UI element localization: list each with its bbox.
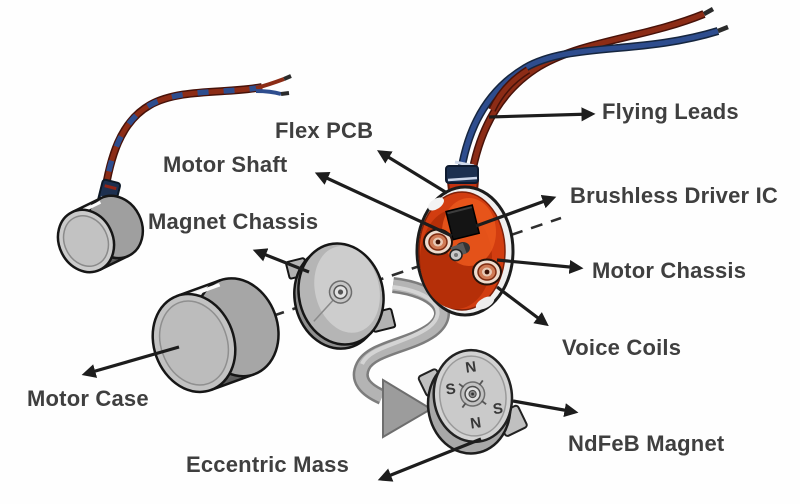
pole-label-top: N [464,358,477,376]
motor-chassis-assembly [415,7,729,317]
motor-case-arrow [81,345,180,378]
flying-leads-arrow [488,107,596,122]
label-motor-shaft: Motor Shaft [163,152,288,177]
label-eccentric-mass: Eccentric Mass [186,452,349,477]
label-ndfeb-magnet: NdFeB Magnet [568,431,725,456]
assembled-motor-body [56,194,145,274]
flex-pcb-arrow [376,150,448,195]
label-motor-case: Motor Case [27,386,149,411]
magnet-chassis-arrow [252,248,310,274]
eccentric-mass-arrow [377,437,482,482]
pole-label-right: S [492,400,504,418]
label-flex-pcb: Flex PCB [275,118,374,143]
magnet-assembly: N S S N [417,348,528,455]
label-flying-leads: Flying Leads [602,99,739,124]
label-motor-chassis: Motor Chassis [592,258,747,283]
voice-coils-arrow [496,285,549,327]
pole-label-left: S [445,380,457,398]
motor-chassis-arrow [496,258,584,274]
assembled-motor-leads [100,74,292,198]
magnet-chassis-part [285,242,397,350]
magnet-hub [458,379,487,409]
motor-case-part [151,277,280,394]
assembled-motor [56,74,292,274]
motor-shaft-arrow [314,172,453,238]
flying-leads-wires [454,7,729,187]
voice-coil-right [472,258,502,286]
label-brushless-driver-ic: Brushless Driver IC [570,183,778,208]
callout-arrows [81,107,596,482]
motor-shaft-part [449,242,470,262]
brushless-driver-ic-arrow [475,194,557,228]
pole-label-bottom: N [469,414,482,432]
label-voice-coils: Voice Coils [562,335,682,360]
label-magnet-chassis: Magnet Chassis [148,209,319,234]
magnet-chassis-hub [328,280,353,304]
brushless-driver-ic-chip [445,204,481,241]
ndfeb-magnet-arrow [512,399,579,418]
